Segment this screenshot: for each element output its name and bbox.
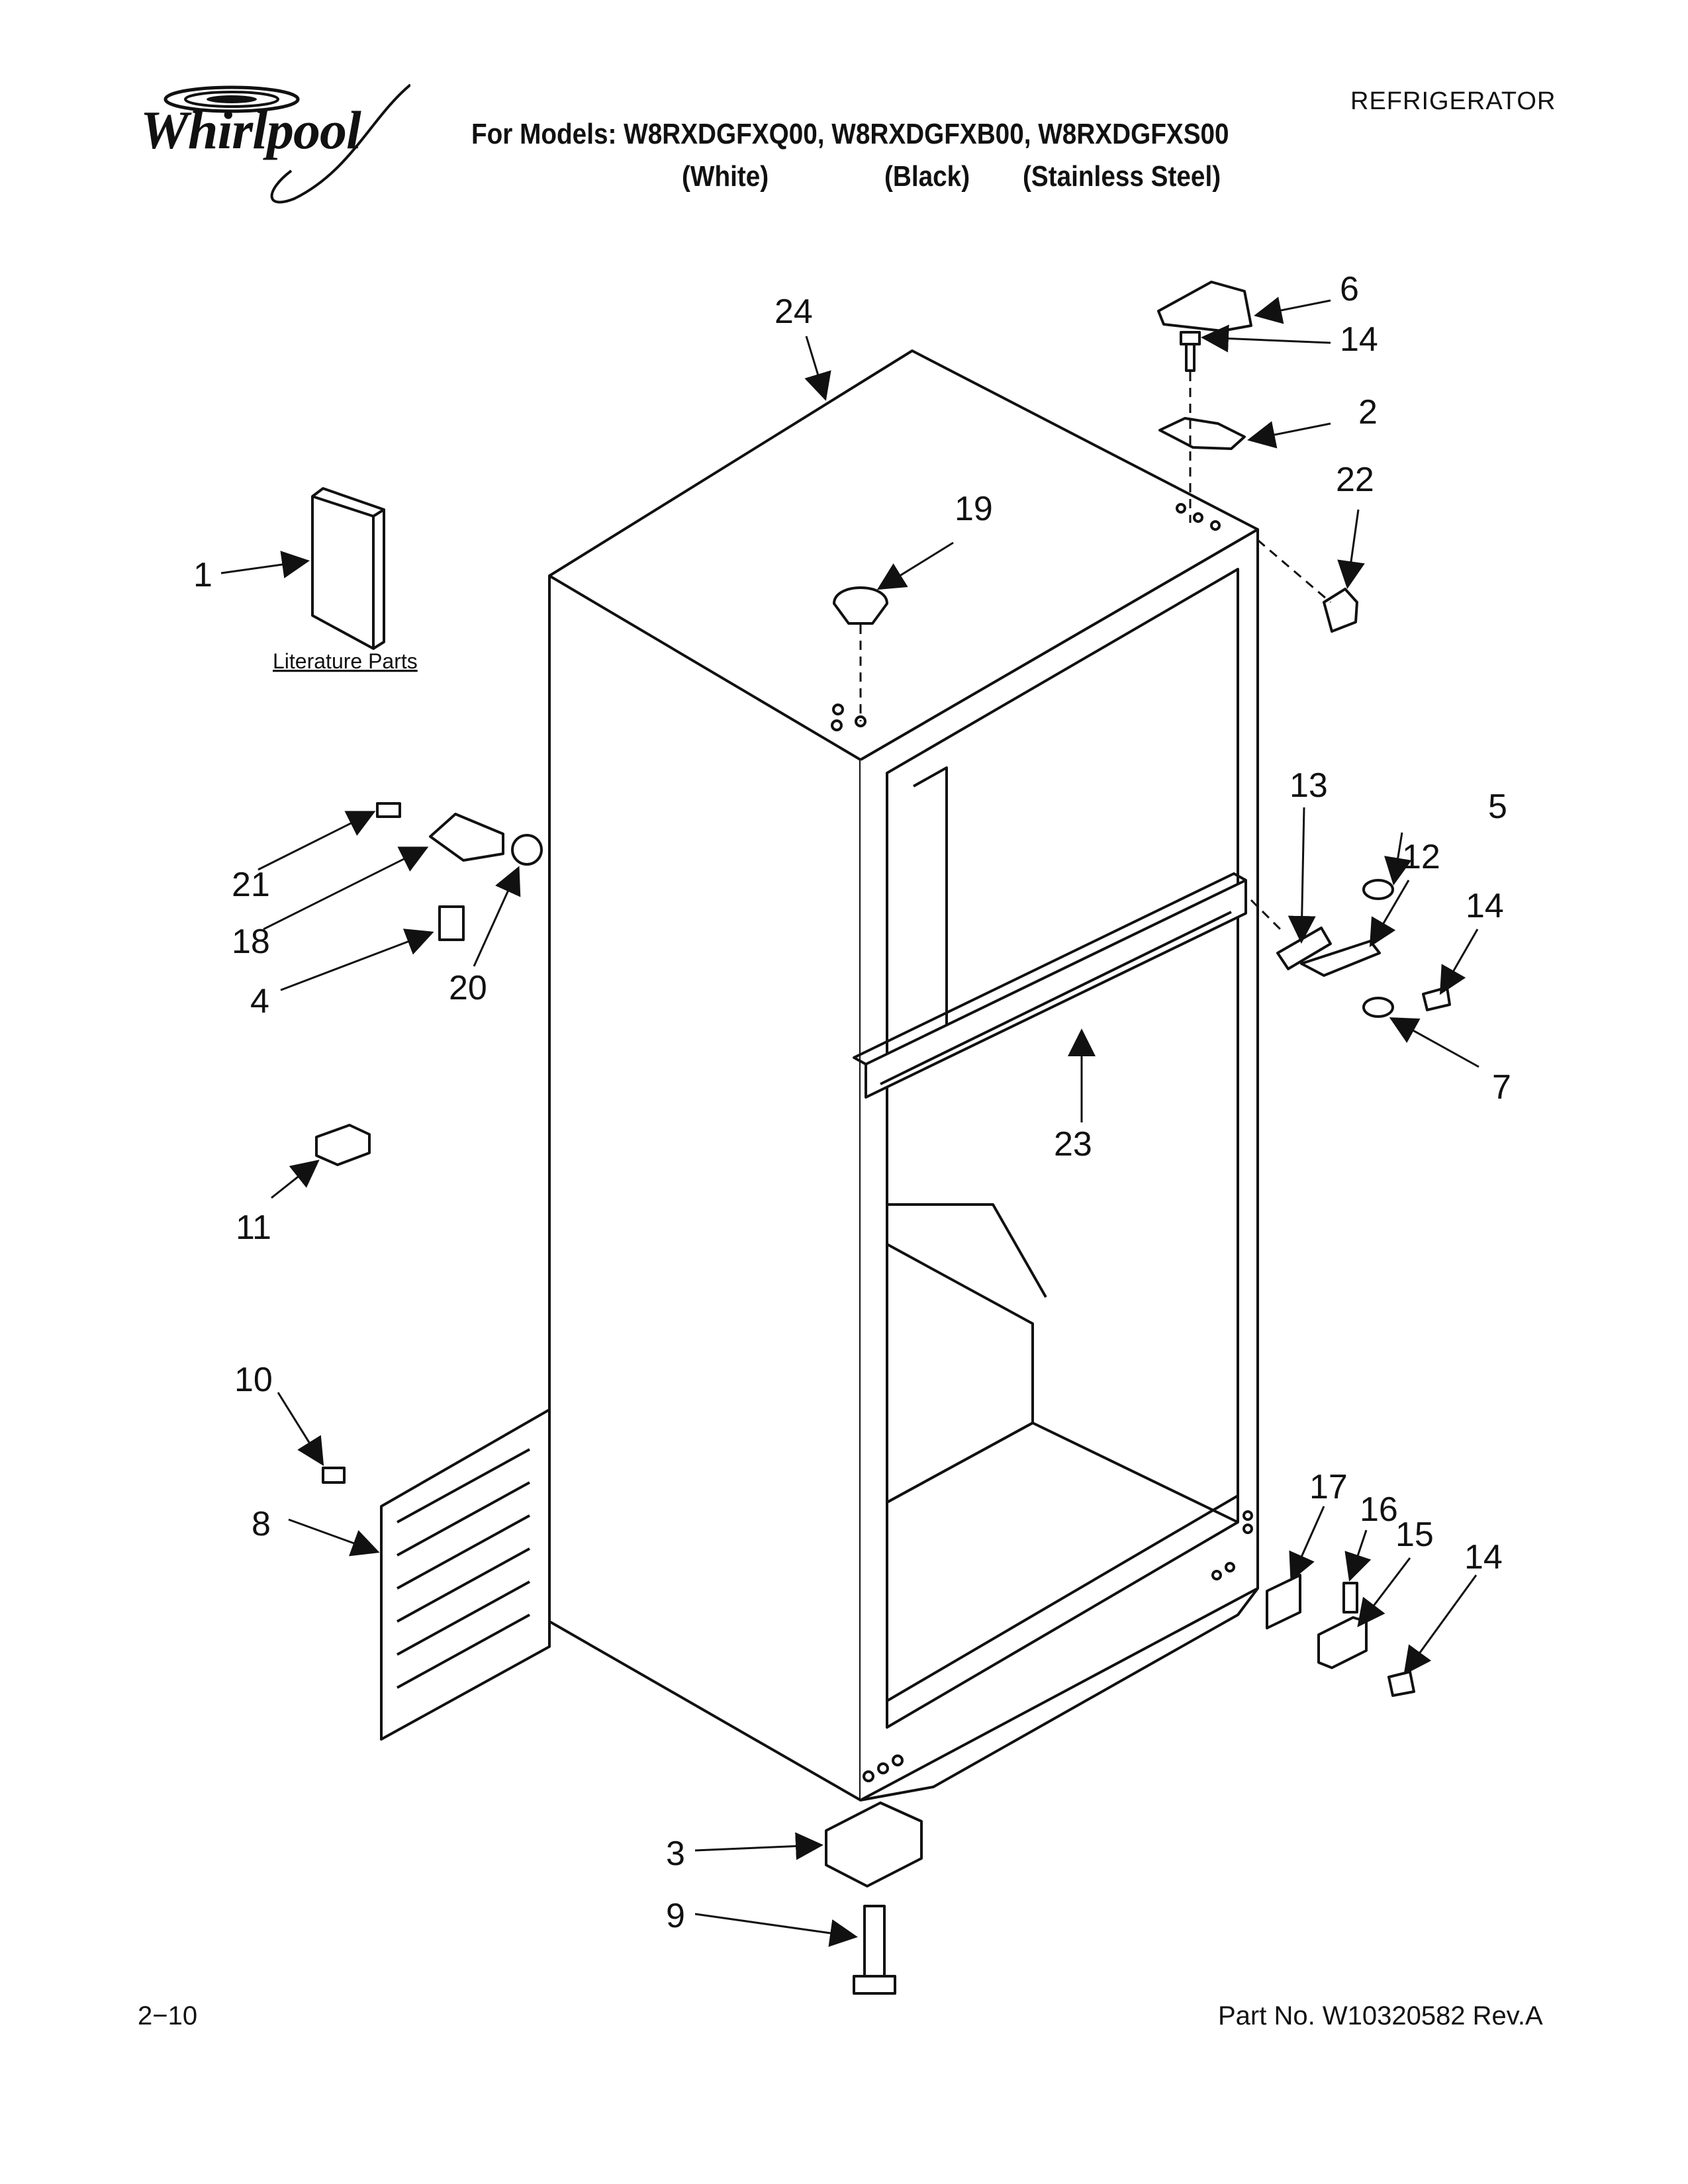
callout-23: 23: [1054, 1125, 1092, 1163]
divider-rail-part-23: [853, 872, 1247, 1099]
brand-name: Whirlpool: [140, 100, 361, 160]
callout-14-bottom: 14: [1464, 1538, 1503, 1576]
callout-14-top: 14: [1340, 320, 1378, 359]
callout-18: 18: [232, 923, 270, 961]
callout-6: 6: [1340, 270, 1359, 308]
finish-black: (Black): [884, 160, 970, 193]
hinge-pin-part-16: [1342, 1582, 1358, 1614]
center-hinge-part-12: [1300, 940, 1381, 977]
callout-20: 20: [449, 969, 487, 1007]
finish-white: (White): [682, 160, 769, 193]
finish-stainless: (Stainless Steel): [1023, 160, 1221, 193]
cabinet-part-24: [548, 349, 1259, 1801]
callout-4: 4: [250, 982, 269, 1021]
screw-part-21: [376, 802, 401, 818]
hinge-cover-part-6: [1157, 281, 1252, 332]
callout-16: 16: [1360, 1490, 1398, 1529]
top-hinge-part-2: [1158, 417, 1246, 450]
callout-9: 9: [666, 1897, 685, 1935]
callout-12: 12: [1402, 838, 1440, 876]
hinge-spacer-part-17: [1266, 1574, 1301, 1629]
callout-3: 3: [666, 1835, 685, 1873]
callout-10: 10: [234, 1361, 273, 1399]
plug-part-19: [833, 586, 888, 625]
callout-15: 15: [1395, 1516, 1434, 1554]
roller-part-3: [825, 1801, 923, 1888]
callout-22: 22: [1336, 461, 1374, 499]
washer-part-20: [511, 834, 543, 866]
screw-part-10: [322, 1467, 346, 1484]
hinge-screw-middle: [1422, 986, 1451, 1011]
pin-bracket-part-18: [429, 813, 504, 862]
callout-8: 8: [252, 1505, 271, 1543]
hinge-screw-top: [1180, 331, 1201, 372]
literature-parts-label: Literature Parts: [273, 649, 418, 673]
clip-part-11: [315, 1124, 371, 1166]
callout-24: 24: [774, 293, 813, 331]
callout-1: 1: [193, 556, 212, 594]
bottom-hinge-part-15: [1317, 1616, 1368, 1669]
appliance-category: REFRIGERATOR: [1350, 87, 1556, 115]
callout-21: 21: [232, 866, 270, 904]
rear-panel-part-8: [380, 1408, 551, 1741]
leveling-foot-part-9: [853, 1905, 896, 1995]
bushing-part-4: [438, 905, 465, 941]
callout-17: 17: [1309, 1468, 1348, 1506]
callout-2: 2: [1358, 393, 1378, 432]
washer-part-7: [1362, 997, 1394, 1018]
callout-19: 19: [955, 490, 993, 528]
washer-part-5: [1362, 879, 1394, 900]
callout-13: 13: [1289, 766, 1328, 805]
models-line: For Models: W8RXDGFXQ00, W8RXDGFXB00, W8…: [471, 118, 1229, 150]
callout-11: 11: [236, 1208, 271, 1247]
page-number: 2−10: [138, 2001, 198, 2030]
callout-5: 5: [1488, 788, 1507, 826]
brand-logo: [132, 78, 412, 210]
logo-swirl-icon: [164, 83, 412, 204]
hinge-shim-part-22: [1323, 588, 1358, 633]
callout-14-middle: 14: [1466, 887, 1504, 925]
callout-7: 7: [1492, 1068, 1511, 1107]
hinge-screw-bottom: [1387, 1670, 1415, 1697]
document-part-number: Part No. W10320582 Rev.A: [1218, 2001, 1543, 2030]
literature-part-1: [311, 487, 385, 650]
